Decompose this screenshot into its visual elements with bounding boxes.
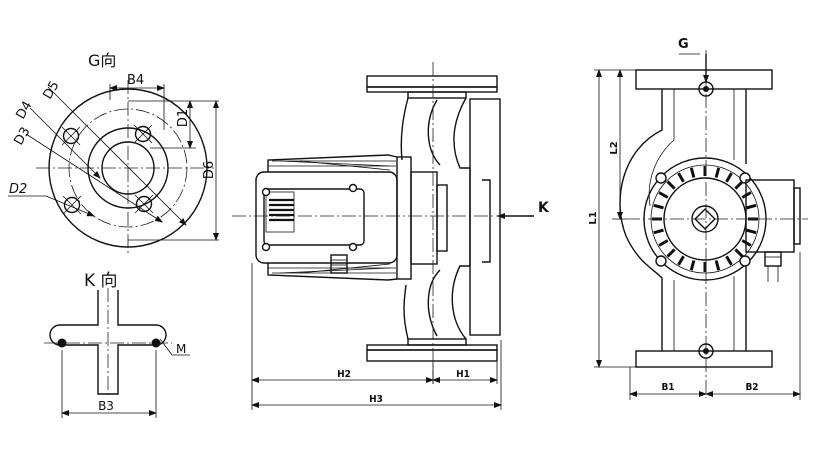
cooling-fin xyxy=(714,167,721,178)
flange-view-title: G向 xyxy=(88,51,116,70)
cooling-fin xyxy=(658,239,669,247)
h2-label: H2 xyxy=(337,369,351,380)
front-view: G L1 L2 B1 B2 xyxy=(588,37,808,400)
foot-bolt-hole-right xyxy=(151,338,161,348)
cooling-fin xyxy=(658,191,669,199)
b1-label: B1 xyxy=(661,382,674,393)
d5-leader xyxy=(47,86,187,226)
d2-label: D2 xyxy=(9,182,27,197)
b2-label: B2 xyxy=(745,382,758,393)
d3-label: D3 xyxy=(11,125,33,148)
l1-label: L1 xyxy=(588,211,599,224)
pump-casing xyxy=(469,98,501,336)
cooling-fin xyxy=(689,260,696,271)
inlet-flange xyxy=(635,69,773,90)
l2-label: L2 xyxy=(609,141,620,154)
cooling-fin xyxy=(653,203,664,210)
cable-gland xyxy=(330,254,348,274)
screw-icon xyxy=(739,255,751,267)
screw-icon xyxy=(655,255,667,267)
h1-label: H1 xyxy=(456,369,470,380)
d6-label: D6 xyxy=(202,161,217,179)
screw-icon xyxy=(348,242,358,252)
bolt-hole-bottom-left xyxy=(62,195,82,215)
screw-icon xyxy=(655,172,667,184)
cooling-fin xyxy=(689,167,696,178)
cooling-fin xyxy=(725,255,733,266)
screw-icon xyxy=(261,187,271,197)
terminal-box-side xyxy=(745,179,795,253)
m-label: M xyxy=(176,342,186,356)
bolt-hole-top-right xyxy=(133,124,153,144)
screw-icon xyxy=(739,172,751,184)
bolt-hole-bottom-right xyxy=(134,194,154,214)
cooling-fin xyxy=(734,248,744,258)
cooling-fins xyxy=(652,166,758,272)
d3-leader xyxy=(25,133,163,223)
motor-housing xyxy=(255,171,398,264)
h3-label: H3 xyxy=(369,394,383,405)
cooling-fin xyxy=(666,180,676,190)
foot-view: K 向 B3 M xyxy=(44,271,190,418)
cooling-fin xyxy=(714,260,721,271)
cooling-fin xyxy=(725,172,733,183)
cable-gland-side xyxy=(764,251,782,267)
b3-label: B3 xyxy=(98,399,114,413)
cooling-fin xyxy=(653,228,664,235)
d4-leader xyxy=(29,107,101,179)
terminal-box xyxy=(263,188,365,246)
b4-label: B4 xyxy=(127,73,144,88)
motor-mounting-flange xyxy=(396,156,412,280)
foot-bolt-hole-left xyxy=(57,338,67,348)
cooling-fin xyxy=(746,228,757,235)
k-arrow-label: K xyxy=(538,200,550,216)
foot-view-title: K 向 xyxy=(84,271,118,291)
bolt-hole-top-left xyxy=(61,126,81,146)
g-arrow-label: G xyxy=(678,37,689,52)
flange-view: B4 G向 D1 D6 D5 D4 D3 D2 xyxy=(8,51,219,256)
pump-body-outline-left xyxy=(619,89,663,351)
d4-label: D4 xyxy=(13,99,35,122)
screw-icon xyxy=(348,183,358,193)
screw-icon xyxy=(261,242,271,252)
pump-volute-outline xyxy=(451,97,471,340)
cooling-fin xyxy=(677,255,685,266)
top-flange xyxy=(366,75,498,88)
cooling-fin xyxy=(734,180,744,190)
bottom-flange xyxy=(366,349,498,362)
cooling-fin xyxy=(677,172,685,183)
cooling-fin xyxy=(666,248,676,258)
d1-label: D1 xyxy=(176,109,191,127)
d2-leader xyxy=(45,195,95,217)
cooling-fin xyxy=(746,203,757,210)
outlet-flange xyxy=(635,350,773,368)
side-view: K H2 H1 H3 xyxy=(232,62,550,410)
